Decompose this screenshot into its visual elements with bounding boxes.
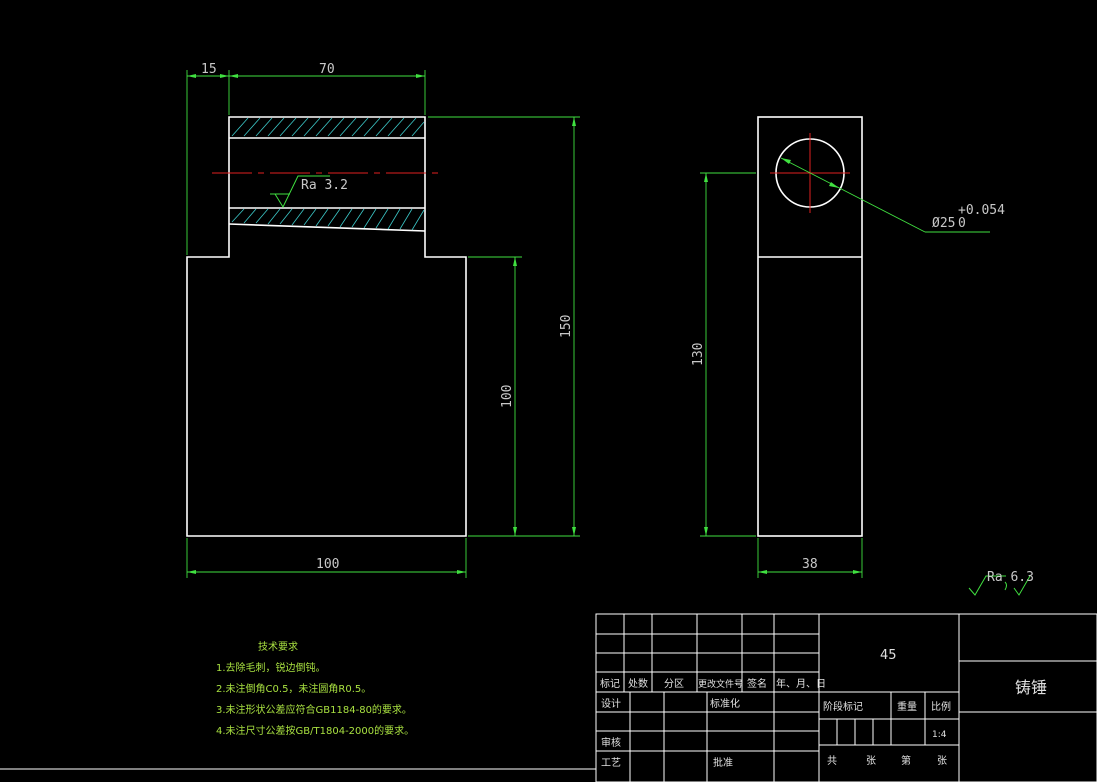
hatch-top <box>231 117 425 137</box>
bore-lower-wall <box>228 223 426 232</box>
bore-diameter-label: Ø25 <box>932 216 955 231</box>
label-standardize: 标准化 <box>710 697 740 710</box>
label-page: 第 <box>901 754 911 767</box>
dim-150: 150 <box>559 315 574 338</box>
side-dimensions <box>700 157 990 578</box>
label-scale: 比例 <box>931 700 951 713</box>
dim-100-vertical: 100 <box>500 385 515 408</box>
dim-100-horizontal: 100 <box>316 557 339 572</box>
notes-title: 技术要求 <box>258 640 298 653</box>
dim-70: 70 <box>319 62 335 77</box>
side-dim-arrows <box>704 158 862 574</box>
header-zone: 分区 <box>664 678 684 690</box>
material-value: 45 <box>880 648 897 663</box>
side-view-outline <box>757 116 863 537</box>
part-name: 铸锤 <box>1015 678 1047 697</box>
front-dimensions <box>186 70 580 578</box>
note-item-2: 2.未注倒角C0.5，未注圆角R0.5。 <box>216 682 371 695</box>
roughness-label: Ra 3.2 <box>301 178 348 193</box>
dim-130: 130 <box>691 343 706 366</box>
front-view-outline <box>186 116 467 537</box>
label-process: 工艺 <box>601 757 621 769</box>
dim-15: 15 <box>201 62 217 77</box>
label-sheet: 张 <box>937 755 947 767</box>
label-total: 共 <box>827 755 837 767</box>
title-block <box>0 613 1097 782</box>
label-design: 设计 <box>601 697 621 710</box>
roughness-symbol <box>270 175 330 209</box>
bore-tol-lower: 0 <box>958 216 966 231</box>
title-block-text: 标记 处数 分区 更改文件号 签名 年、月、日 设计 标准化 审核 工艺 批准 … <box>600 648 1047 769</box>
header-signature: 签名 <box>747 677 767 690</box>
section-hatching <box>231 117 425 231</box>
note-item-1: 1.去除毛刺，锐边倒钝。 <box>216 661 326 674</box>
header-date: 年、月、日 <box>776 677 826 690</box>
header-mark: 标记 <box>600 678 620 690</box>
label-weight: 重量 <box>897 700 917 713</box>
label-review: 审核 <box>601 736 621 749</box>
label-approve: 批准 <box>713 756 733 769</box>
note-item-4: 4.未注尺寸公差按GB/T1804-2000的要求。 <box>216 724 414 737</box>
scale-value: 1:4 <box>932 730 947 740</box>
general-roughness-label: Ra 6.3 <box>987 570 1034 585</box>
front-dim-arrows <box>187 74 576 574</box>
front-view <box>186 116 467 537</box>
general-roughness-symbol <box>968 575 1031 596</box>
note-item-3: 3.未注形状公差应符合GB1184-80的要求。 <box>216 703 412 716</box>
header-change-doc: 更改文件号 <box>698 678 743 690</box>
header-count: 处数 <box>628 677 648 690</box>
label-stage-mark: 阶段标记 <box>823 700 863 713</box>
hatch-bottom <box>231 208 425 231</box>
label-sheets: 张 <box>866 755 876 767</box>
dim-38: 38 <box>802 557 818 572</box>
bore-tol-upper: +0.054 <box>958 203 1005 218</box>
